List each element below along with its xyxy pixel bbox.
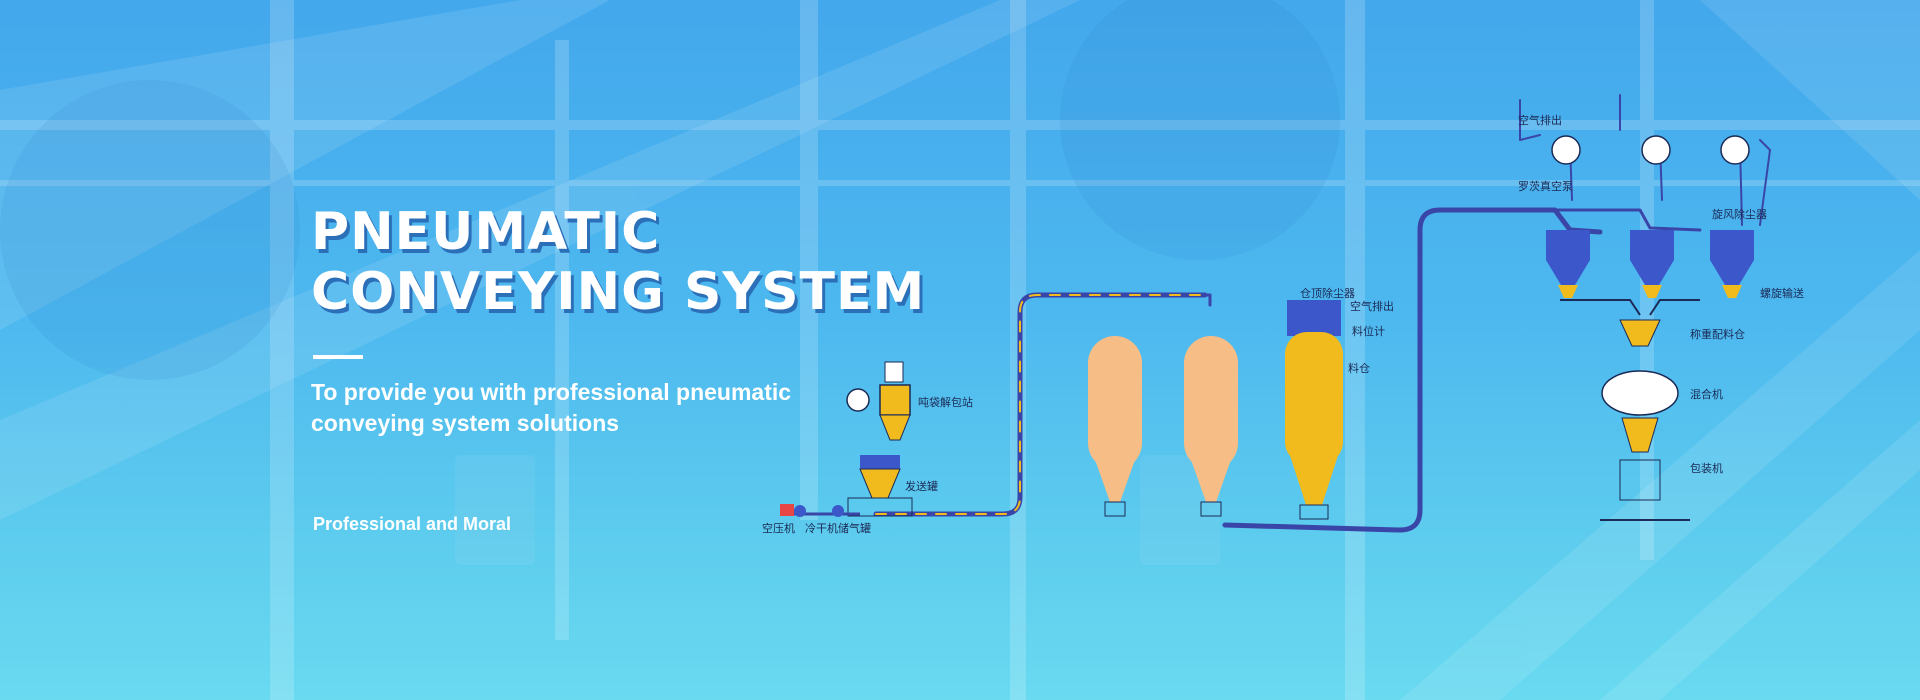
label-mixer: 混合机	[1690, 387, 1723, 401]
title-divider	[313, 355, 363, 359]
unloading-station	[780, 361, 913, 517]
silo-1	[1088, 336, 1142, 517]
label-air-compressor: 空压机	[762, 521, 795, 535]
label-cyclone-collector: 旋风除尘器	[1712, 207, 1767, 221]
silo-2	[1184, 336, 1238, 517]
hero-subtitle: To provide you with professional pneumat…	[311, 377, 851, 439]
label-roots-vacuum-pump: 罗茨真空泵	[1518, 179, 1573, 193]
label-bin-top-collector: 仓顶除尘器	[1300, 286, 1355, 300]
label-dryer: 冷干机	[805, 521, 838, 535]
label-weigh-hopper: 称重配料仓	[1690, 327, 1745, 341]
label-unloading-station: 吨袋解包站	[918, 395, 973, 409]
label-silo: 料仓	[1348, 361, 1370, 375]
lower-process-line	[1560, 299, 1700, 521]
hero-title: PNEUMATIC CONVEYING SYSTEM	[311, 202, 925, 322]
label-packing-machine: 包装机	[1690, 461, 1723, 475]
label-level-meter: 料位计	[1352, 324, 1385, 338]
label-feed-tank: 发送罐	[905, 479, 938, 493]
hero-tagline: Professional and Moral	[313, 514, 512, 534]
label-bin-air-exhaust: 空气排出	[1350, 299, 1394, 313]
hero-subtitle-line2: conveying system solutions	[311, 410, 620, 436]
vacuum-pumps	[1551, 135, 1750, 165]
label-air-tank: 储气罐	[838, 521, 871, 535]
hero-subtitle-line1: To provide you with professional pneumat…	[311, 379, 792, 405]
label-air-exhaust: 空气排出	[1518, 113, 1562, 127]
hero-title-line1: PNEUMATIC	[311, 202, 661, 262]
label-screw-conveyor: 螺旋输送	[1760, 286, 1804, 300]
hero-title-line2: CONVEYING SYSTEM	[311, 262, 926, 322]
cyclone-filters	[1546, 230, 1754, 298]
silo-3	[1285, 300, 1343, 520]
